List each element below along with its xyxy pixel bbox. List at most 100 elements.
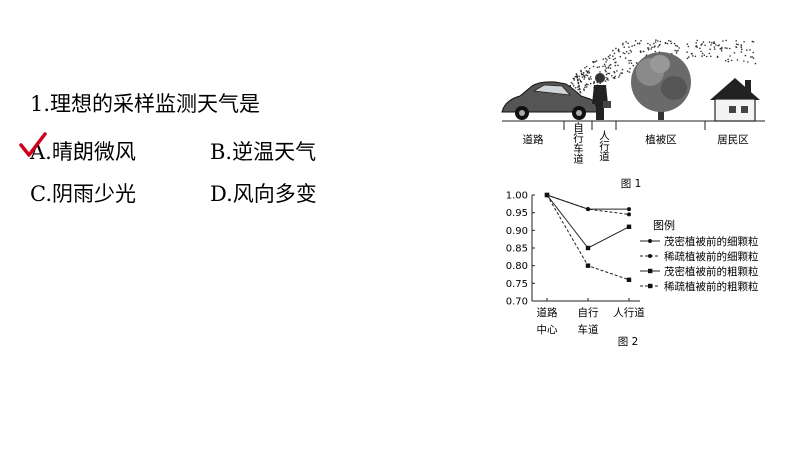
- particle-dot: [604, 69, 607, 71]
- option-a[interactable]: A.晴朗微风: [30, 140, 136, 164]
- option-b[interactable]: B.逆温天气: [210, 140, 317, 164]
- checkmark-icon: [19, 132, 47, 157]
- zone-label-sidewalk: 人行道: [598, 130, 610, 162]
- particle-dot: [708, 52, 711, 55]
- particle-dot: [593, 82, 595, 85]
- particle-dot: [699, 47, 701, 50]
- particle-dot: [733, 52, 736, 54]
- particle-dot: [592, 60, 595, 63]
- zone-label-residential: 居民区: [717, 134, 749, 146]
- particle-dot: [675, 52, 678, 54]
- particle-dot: [749, 49, 751, 51]
- particle-dot: [577, 79, 579, 82]
- particle-dot: [585, 74, 587, 76]
- particle-dot: [616, 70, 618, 72]
- particle-dot: [654, 41, 657, 43]
- question-title: 1.理想的采样监测天气是: [30, 92, 261, 116]
- particle-dot: [728, 47, 731, 50]
- particle-dot: [696, 46, 698, 48]
- particle-dot: [628, 59, 630, 62]
- particle-dot: [585, 65, 588, 68]
- particle-dot: [618, 50, 620, 53]
- particle-dot: [730, 59, 733, 62]
- particle-dot: [649, 44, 651, 46]
- particle-dot: [640, 51, 642, 54]
- particle-dot: [614, 64, 617, 67]
- series-line-2: [546, 194, 630, 249]
- data-point: [627, 212, 631, 217]
- particle-dot: [741, 48, 743, 51]
- particle-dot: [619, 74, 621, 76]
- particle-dot: [630, 62, 633, 64]
- particle-dot: [751, 56, 753, 58]
- particle-dot: [704, 44, 706, 47]
- particle-dot: [622, 52, 624, 54]
- particle-dot: [702, 41, 705, 43]
- x-tick-label: 人行道: [613, 306, 645, 319]
- particle-dot: [612, 55, 614, 57]
- particle-dot: [583, 88, 585, 90]
- particle-dot: [581, 73, 583, 76]
- particle-dot: [713, 46, 716, 48]
- y-tick-label: 0.70: [506, 297, 528, 308]
- particle-dot: [582, 72, 585, 74]
- legend-entry: 稀疏植被前的细颗粒: [664, 250, 759, 263]
- data-point: [626, 277, 632, 282]
- particle-dot: [617, 49, 620, 52]
- particle-dot: [635, 62, 638, 64]
- particle-dot: [628, 71, 631, 73]
- particle-dot: [659, 43, 661, 46]
- particle-dot: [727, 58, 729, 61]
- particle-dot: [717, 44, 719, 47]
- particle-dot: [595, 60, 598, 62]
- particle-dot: [573, 79, 575, 81]
- particle-dot: [625, 41, 627, 43]
- particle-dot: [606, 78, 608, 81]
- particle-dot: [612, 58, 615, 61]
- particle-dot: [587, 83, 589, 86]
- particle-dot: [594, 60, 596, 63]
- particle-dot: [630, 59, 632, 62]
- particle-dot: [629, 67, 631, 70]
- particle-dot: [674, 49, 676, 52]
- particle-dot: [599, 71, 601, 73]
- particle-dot: [724, 47, 726, 49]
- particle-dot: [580, 70, 582, 73]
- particle-dot: [720, 48, 723, 50]
- particle-dot: [636, 42, 639, 45]
- particle-dot: [740, 46, 743, 49]
- particle-dot: [675, 44, 677, 47]
- y-tick-label: 0.95: [506, 208, 528, 219]
- particle-dot: [585, 83, 588, 86]
- particle-dot: [605, 61, 607, 63]
- legend-swatch-marker: [648, 239, 652, 243]
- particle-dot: [710, 44, 712, 46]
- particle-dot: [621, 72, 624, 74]
- option-c[interactable]: C.阴雨少光: [30, 182, 136, 206]
- particle-dot: [602, 58, 605, 60]
- particle-dot: [744, 54, 747, 57]
- particle-dot: [630, 51, 633, 53]
- house-icon: [710, 78, 760, 122]
- particle-dot: [639, 50, 642, 52]
- particle-dot: [614, 61, 616, 64]
- particle-dot: [653, 42, 655, 45]
- particle-dot: [695, 45, 697, 48]
- option-d[interactable]: D.风向多变: [210, 182, 317, 206]
- particle-dot: [605, 67, 607, 69]
- particle-dot: [587, 70, 590, 72]
- legend-entry: 稀疏植被前的粗颗粒: [664, 280, 759, 293]
- particle-dot: [657, 40, 659, 42]
- particle-dot: [604, 65, 606, 67]
- particle-dot: [575, 74, 578, 76]
- particle-dot: [603, 63, 606, 66]
- y-tick-label: 0.75: [506, 279, 528, 290]
- particle-dot: [673, 42, 676, 45]
- particle-dot: [585, 70, 588, 72]
- particle-dot: [694, 55, 697, 58]
- particle-dot: [678, 47, 680, 49]
- particle-dot: [752, 57, 755, 59]
- particle-dot: [617, 64, 619, 67]
- particle-dot: [620, 72, 622, 74]
- particle-dot: [598, 66, 600, 68]
